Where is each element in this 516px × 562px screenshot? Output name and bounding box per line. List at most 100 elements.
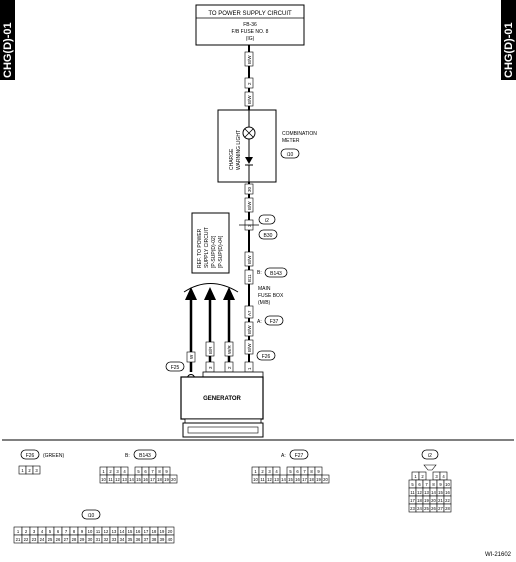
pin-number: 13 (122, 477, 127, 482)
pin-number: 6 (418, 482, 421, 487)
pin-number: 28 (445, 506, 450, 511)
svg-text:F27: F27 (295, 453, 304, 459)
pin-number: 14 (120, 529, 125, 534)
svg-text:A7: A7 (247, 310, 252, 316)
pin-number: 20 (431, 498, 436, 503)
left-side-tab: CHG(D)-01 (0, 0, 15, 80)
svg-text:30: 30 (247, 186, 252, 192)
pin-number: 9 (81, 529, 84, 534)
pin-number: 10 (253, 477, 258, 482)
pin-number: 4 (275, 469, 278, 474)
pin-number: 8 (432, 482, 435, 487)
pin-number: 7 (65, 529, 68, 534)
power-box-line1: FB-36 (243, 22, 257, 28)
wire-label-a7: A7 (244, 305, 254, 319)
connector-tag-b30: B30 (258, 229, 278, 240)
pin-number: 6 (57, 529, 60, 534)
wire-label-pin30: 30 (244, 183, 254, 195)
pin-number: 3 (435, 474, 438, 479)
pin-number: 18 (417, 498, 422, 503)
meter-name-line1: COMBINATION (282, 131, 317, 137)
pin-number: 25 (48, 537, 53, 542)
pin-number: 24 (417, 506, 422, 511)
svg-text:2: 2 (247, 82, 252, 85)
pin-number: 1 (21, 468, 24, 473)
meter-label-line1: CHARGE (229, 148, 235, 170)
pin-number: 33 (112, 537, 117, 542)
connector-tag-b143: B143 (264, 267, 288, 278)
pin-number: 14 (431, 490, 436, 495)
pin-cell (443, 503, 452, 513)
pin-number: 13 (274, 477, 279, 482)
svg-text:3: 3 (247, 224, 252, 227)
pin-number: 40 (168, 537, 173, 542)
combination-meter: CHARGE WARNING LIGHT (217, 109, 277, 183)
arrow-up-icon (185, 287, 197, 300)
pin-number: 20 (323, 477, 328, 482)
svg-text:i10: i10 (287, 152, 294, 158)
svg-text:W/R: W/R (227, 345, 232, 354)
svg-text:B/W: B/W (247, 201, 252, 210)
wire-label-pin1-gen: 1 (244, 361, 254, 373)
pin-number: 29 (80, 537, 85, 542)
svg-text:(GREEN): (GREEN) (43, 453, 64, 459)
pin-number: 16 (445, 490, 450, 495)
svg-text:B143: B143 (139, 453, 151, 459)
generator-label: GENERATOR (203, 396, 241, 402)
pin-number: 36 (136, 537, 141, 542)
pin-number: 20 (171, 477, 176, 482)
svg-text:CHG(D)-01: CHG(D)-01 (503, 22, 515, 78)
pin-number: 7 (425, 482, 428, 487)
svg-text:i10: i10 (88, 513, 95, 519)
wire-label-br-pin: 3 (205, 361, 215, 373)
pin-number: 14 (129, 477, 134, 482)
pin-number: 14 (281, 477, 286, 482)
power-supply-box: TO POWER SUPPLY CIRCUIT FB-36 F/B FUSE N… (195, 4, 305, 46)
svg-text:CHG(D)-01: CHG(D)-01 (2, 22, 14, 78)
pin-number: 12 (267, 477, 272, 482)
svg-text:[P-SUP(D)-02]: [P-SUP(D)-02] (211, 235, 217, 268)
pin-number: 5 (411, 482, 414, 487)
pin-number: 17 (302, 477, 307, 482)
pin-number: 30 (88, 537, 93, 542)
wire-label-w-f25: W (186, 351, 196, 363)
svg-text:F25: F25 (171, 365, 180, 371)
pin-number: 8 (73, 529, 76, 534)
svg-text:i2: i2 (265, 218, 269, 224)
pin-number: 4 (442, 474, 445, 479)
svg-text:3: 3 (208, 366, 213, 369)
wire-label-bw-top: B/W (244, 51, 254, 67)
svg-text:i2: i2 (428, 453, 432, 459)
connector-tag-i2: i2 (258, 214, 276, 225)
pin-number: 15 (288, 477, 293, 482)
pin-number: 2 (25, 529, 28, 534)
pin-number: 2 (109, 469, 112, 474)
pin-number: 1 (414, 474, 417, 479)
svg-text:B/R: B/R (208, 346, 213, 354)
pin-number: 2 (261, 469, 264, 474)
pin-number: 11 (96, 529, 101, 534)
pin-number: 10 (101, 477, 106, 482)
pin-number: 20 (168, 529, 173, 534)
svg-text:[P-SUP(D)-04]: [P-SUP(D)-04] (218, 235, 224, 268)
pin-number: 9 (439, 482, 442, 487)
pin-number: 15 (438, 490, 443, 495)
pin-number: 3 (116, 469, 119, 474)
pin-number: 15 (128, 529, 133, 534)
pin-cell (169, 474, 178, 484)
pin-number: 2 (28, 468, 31, 473)
pin-number: 16 (295, 477, 300, 482)
svg-text:REF. TO POWER: REF. TO POWER (197, 228, 203, 268)
b143-prefix: B: (257, 270, 262, 276)
pin-number: 1 (254, 469, 257, 474)
wire-label-wr: W/R (224, 341, 234, 357)
pin-number: 1 (17, 529, 20, 534)
pin-number: 25 (424, 506, 429, 511)
wire-label-bw-mid2: B/W (244, 251, 254, 267)
right-side-tab: CHG(D)-01 (501, 0, 516, 80)
pin-number: 16 (143, 477, 148, 482)
